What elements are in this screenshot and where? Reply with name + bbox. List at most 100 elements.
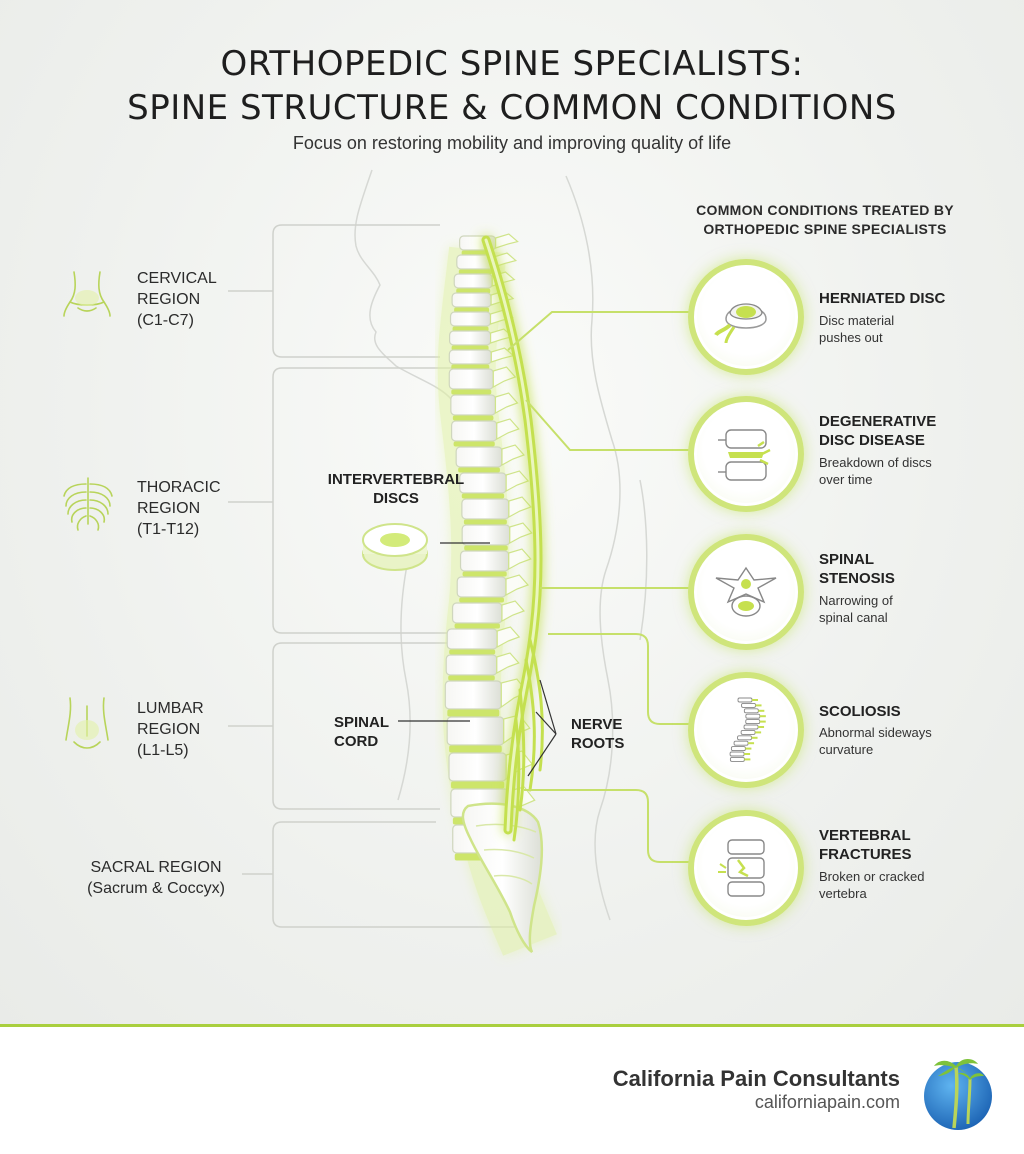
intervertebral-disc bbox=[448, 675, 495, 681]
scoliosis-process bbox=[758, 709, 765, 712]
intervertebral-disc bbox=[459, 597, 505, 603]
intervertebral-disc bbox=[464, 545, 508, 551]
scoliosis-vertebra bbox=[743, 708, 759, 714]
scoliosis-vertebra bbox=[730, 746, 746, 752]
scoliosis-process bbox=[744, 753, 751, 755]
vertebra bbox=[444, 680, 502, 710]
spinous-process bbox=[496, 652, 520, 675]
callout-leaders bbox=[398, 542, 557, 777]
intervertebral-disc bbox=[458, 269, 492, 275]
scoliosis-vertebra bbox=[737, 735, 752, 741]
scoliosis-vertebra bbox=[745, 719, 761, 725]
vertebra bbox=[450, 394, 497, 416]
palm-tree-globe-icon bbox=[924, 1059, 992, 1130]
intervertebral-disc bbox=[449, 745, 502, 753]
scoliosis-vertebra bbox=[729, 751, 745, 757]
vertebra bbox=[448, 752, 507, 782]
intervertebral-disc bbox=[451, 364, 490, 370]
herniated-disc-icon bbox=[714, 303, 767, 344]
spinous-process bbox=[501, 600, 525, 623]
intervertebral-disc bbox=[451, 781, 505, 789]
page-title-line1: ORTHOPEDIC SPINE SPECIALISTS: bbox=[220, 44, 804, 84]
spinous-process bbox=[505, 574, 530, 597]
intervertebral-disc bbox=[451, 345, 489, 351]
vertebra bbox=[445, 654, 498, 676]
intervertebral-disc bbox=[453, 441, 495, 447]
spinous-process bbox=[489, 328, 514, 344]
scoliosis-vertebra bbox=[740, 729, 756, 735]
spinous-process bbox=[508, 496, 532, 519]
scoliosis-process bbox=[745, 747, 752, 750]
scoliosis-vertebra bbox=[743, 724, 759, 730]
ribcage-icon bbox=[63, 477, 113, 531]
scoliosis-process bbox=[751, 736, 758, 739]
intervertebral-disc bbox=[451, 389, 492, 395]
intervertebral-disc bbox=[461, 493, 505, 499]
spinous-process bbox=[496, 626, 521, 649]
vertebra bbox=[453, 273, 493, 289]
lower-back-icon bbox=[65, 697, 109, 749]
vertebra bbox=[448, 349, 492, 365]
vertebra bbox=[451, 602, 503, 624]
vertebra bbox=[446, 628, 498, 650]
intervertebral-disc bbox=[452, 326, 489, 332]
scoliosis-process bbox=[755, 731, 762, 734]
intervertebral-disc bbox=[456, 288, 491, 294]
scoliosis-vertebra bbox=[737, 697, 753, 703]
vertebra bbox=[456, 576, 507, 598]
sacrum bbox=[461, 802, 544, 953]
intervertebral-disc-illustration bbox=[362, 523, 428, 571]
spinous-process bbox=[495, 233, 519, 249]
stenosis-icon bbox=[715, 566, 777, 617]
intervertebral-disc bbox=[463, 519, 507, 525]
scoliosis-vertebra bbox=[733, 740, 749, 746]
intervertebral-disc bbox=[462, 571, 507, 577]
spinous-process bbox=[492, 366, 517, 389]
vertebra bbox=[448, 368, 494, 390]
fracture-icon bbox=[718, 839, 765, 897]
vertebra bbox=[451, 292, 492, 308]
vertebra bbox=[449, 311, 492, 327]
neck-icon bbox=[63, 271, 111, 317]
spinous-process bbox=[505, 470, 530, 493]
spine-diagram bbox=[228, 169, 690, 956]
scoliosis-process bbox=[744, 758, 751, 761]
scoliosis-process bbox=[752, 699, 758, 701]
scoliosis-vertebra bbox=[729, 756, 745, 762]
intervertebral-disc bbox=[454, 307, 490, 313]
condition-leaders bbox=[507, 311, 690, 863]
vertebra bbox=[459, 550, 510, 572]
intervertebral-disc bbox=[454, 623, 500, 629]
scoliosis-process bbox=[759, 715, 766, 718]
degenerative-disc-icon bbox=[718, 429, 771, 481]
page-title-line2: SPINE STRUCTURE & COMMON CONDITIONS bbox=[127, 88, 897, 128]
intervertebral-disc bbox=[449, 649, 496, 655]
page-subtitle: Focus on restoring mobility and improvin… bbox=[292, 133, 732, 153]
brand-name: California Pain Consultants bbox=[612, 1066, 900, 1091]
intervertebral-disc bbox=[452, 415, 494, 421]
spinous-process bbox=[494, 392, 519, 415]
region-sacral: SACRAL REGION(Sacrum & Coccyx) bbox=[87, 859, 225, 897]
footer bbox=[0, 1027, 1024, 1154]
intervertebral-disc bbox=[458, 467, 500, 473]
scoliosis-process bbox=[748, 742, 755, 745]
spinous-process bbox=[508, 548, 532, 571]
scoliosis-vertebra bbox=[741, 702, 756, 708]
spinous-process bbox=[496, 418, 520, 441]
scoliosis-process bbox=[755, 704, 762, 707]
nerve-roots bbox=[512, 638, 544, 842]
spinous-process bbox=[509, 522, 533, 545]
spinous-process bbox=[501, 444, 525, 467]
vertebra bbox=[461, 524, 511, 546]
vertebra bbox=[455, 446, 503, 468]
brand-url[interactable]: californiapain.com bbox=[754, 1092, 900, 1112]
body-silhouette bbox=[354, 169, 648, 921]
vertebra bbox=[448, 330, 492, 346]
